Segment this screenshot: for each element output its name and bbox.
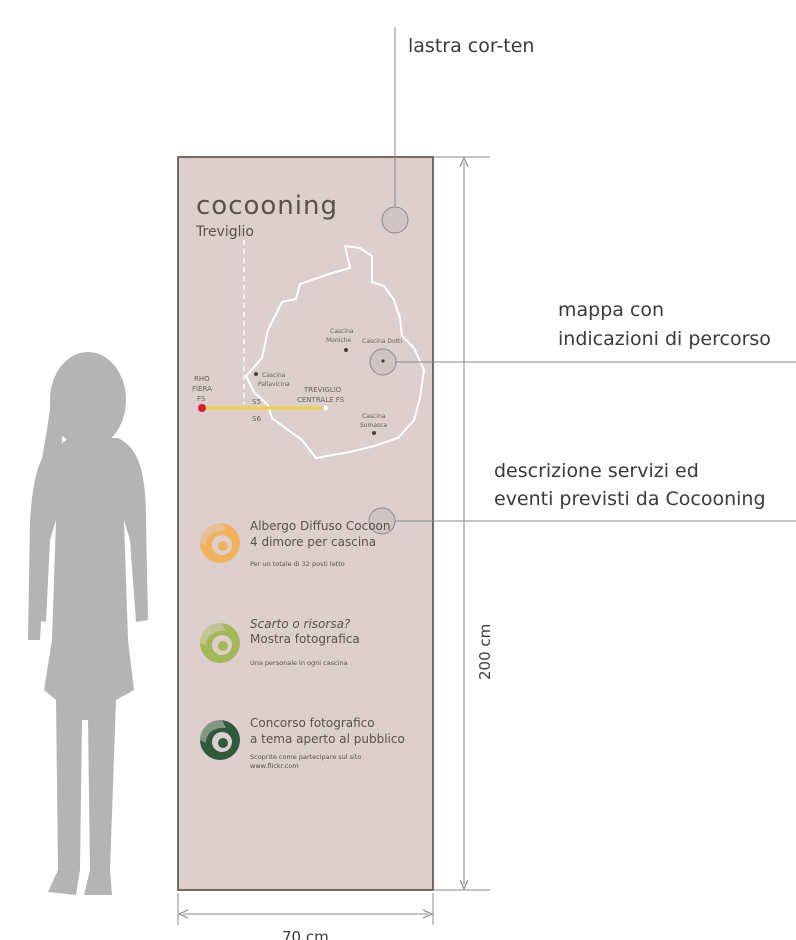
- dotti-label: Cascina Dotti: [362, 338, 402, 345]
- item-note: Una personale in ogni cascina: [250, 659, 348, 667]
- item-albergo: Albergo Diffuso Cocoon 4 dimore per casc…: [199, 519, 391, 568]
- desc-callout: eventi previsti da Cocooning: [494, 488, 766, 510]
- item-note-url: www.flickr.com: [250, 762, 299, 770]
- item-note: Scoprite come partecipare sul sito: [250, 753, 361, 761]
- route-map: RHO FIERA FS S5 S6 TREVIGLIO CENTRALE FS…: [192, 240, 426, 460]
- item-mostra: Scarto o risorsa? Mostra fotografica Una…: [199, 617, 360, 667]
- height-dimension: 200 cm: [433, 156, 494, 891]
- map-callout: mappa con: [558, 299, 664, 321]
- swirl-darkgreen-icon: [199, 719, 240, 760]
- s6-label: S6: [252, 415, 261, 423]
- treviglio-station-dot: [323, 405, 329, 411]
- item-concorso: Concorso fotografico a tema aperto al pu…: [199, 716, 405, 770]
- plate-callout-circle: [381, 206, 409, 234]
- item-note: Per un totale di 32 posti letto: [250, 560, 345, 568]
- pallavicina-dot: [254, 372, 258, 376]
- swirl-green-icon: [199, 622, 240, 663]
- item-title: Scarto o risorsa?: [250, 617, 351, 631]
- moniche-dot: [344, 348, 348, 352]
- height-label: 200 cm: [476, 624, 494, 680]
- cocooning-logo: cocooning: [196, 191, 338, 221]
- width-label: 70 cm: [282, 928, 329, 940]
- map-callout: indicazioni di percorso: [558, 328, 771, 350]
- somasca-label: Somasca: [360, 422, 387, 429]
- moniche-label: Cascina: [330, 328, 354, 335]
- swirl-orange-icon: [199, 522, 240, 563]
- rho-label: RHO: [194, 375, 210, 383]
- treviglio-label: TREVIGLIO: [303, 386, 342, 394]
- item-title: Albergo Diffuso Cocoon: [250, 519, 391, 533]
- item-subtitle: a tema aperto al pubblico: [250, 732, 405, 746]
- pallavicina-label: Pallavicina: [258, 381, 290, 388]
- width-dimension: 70 cm: [177, 893, 434, 940]
- treviglio-boundary: [244, 244, 426, 460]
- human-silhouette: [28, 352, 148, 895]
- rho-label: FS: [197, 395, 206, 403]
- item-subtitle: Mostra fotografica: [250, 632, 360, 646]
- moniche-label: Moniche: [326, 337, 351, 344]
- rho-station-dot: [198, 404, 206, 412]
- desc-callout: descrizione servizi ed: [494, 460, 699, 482]
- item-title: Concorso fotografico: [250, 716, 375, 730]
- pallavicina-label: Cascina: [262, 372, 286, 379]
- item-subtitle: 4 dimore per cascina: [250, 535, 376, 549]
- plate-callout: lastra cor-ten: [408, 35, 534, 57]
- treviglio-label: CENTRALE FS: [297, 396, 345, 404]
- somasca-dot: [372, 431, 376, 435]
- somasca-label: Cascina: [362, 413, 386, 420]
- panel-subtitle: Treviglio: [195, 224, 254, 240]
- rho-label: FIERA: [192, 385, 212, 393]
- s5-label: S5: [252, 398, 261, 406]
